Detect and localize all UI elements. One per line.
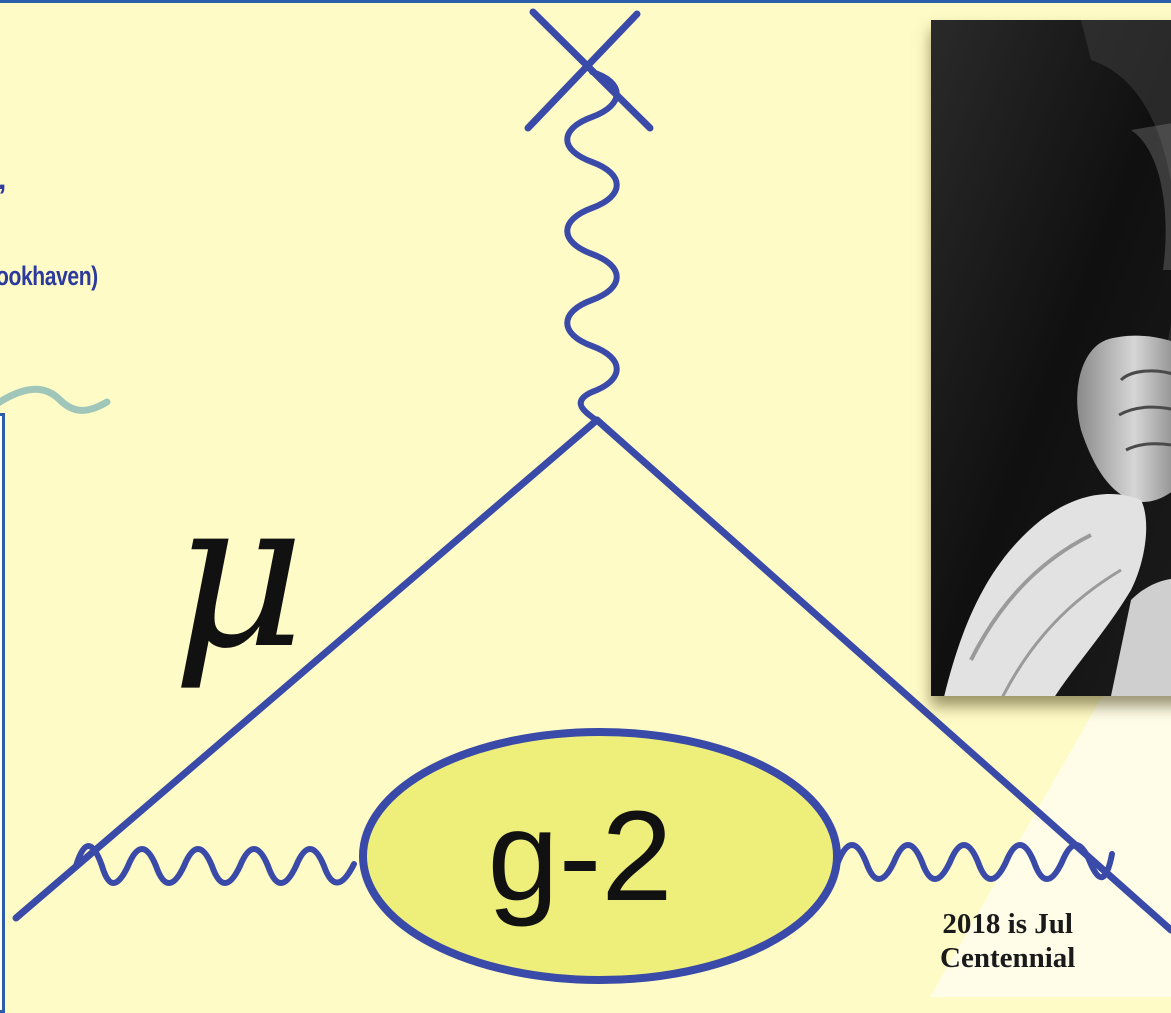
cross-line-b — [528, 14, 637, 128]
photon-left — [76, 846, 354, 883]
photo-caption: 2018 is Jul Centennial — [940, 907, 1075, 975]
portrait-photo — [931, 20, 1171, 696]
photo-icon — [931, 20, 1171, 696]
caption-line-1: 2018 is Jul — [940, 907, 1075, 941]
caption-line-2: Centennial — [940, 941, 1075, 975]
g2-label: g-2 — [488, 785, 673, 928]
mu-symbol: μ — [172, 456, 305, 694]
photon-vertical — [567, 72, 617, 420]
decorative-wave — [0, 389, 107, 410]
